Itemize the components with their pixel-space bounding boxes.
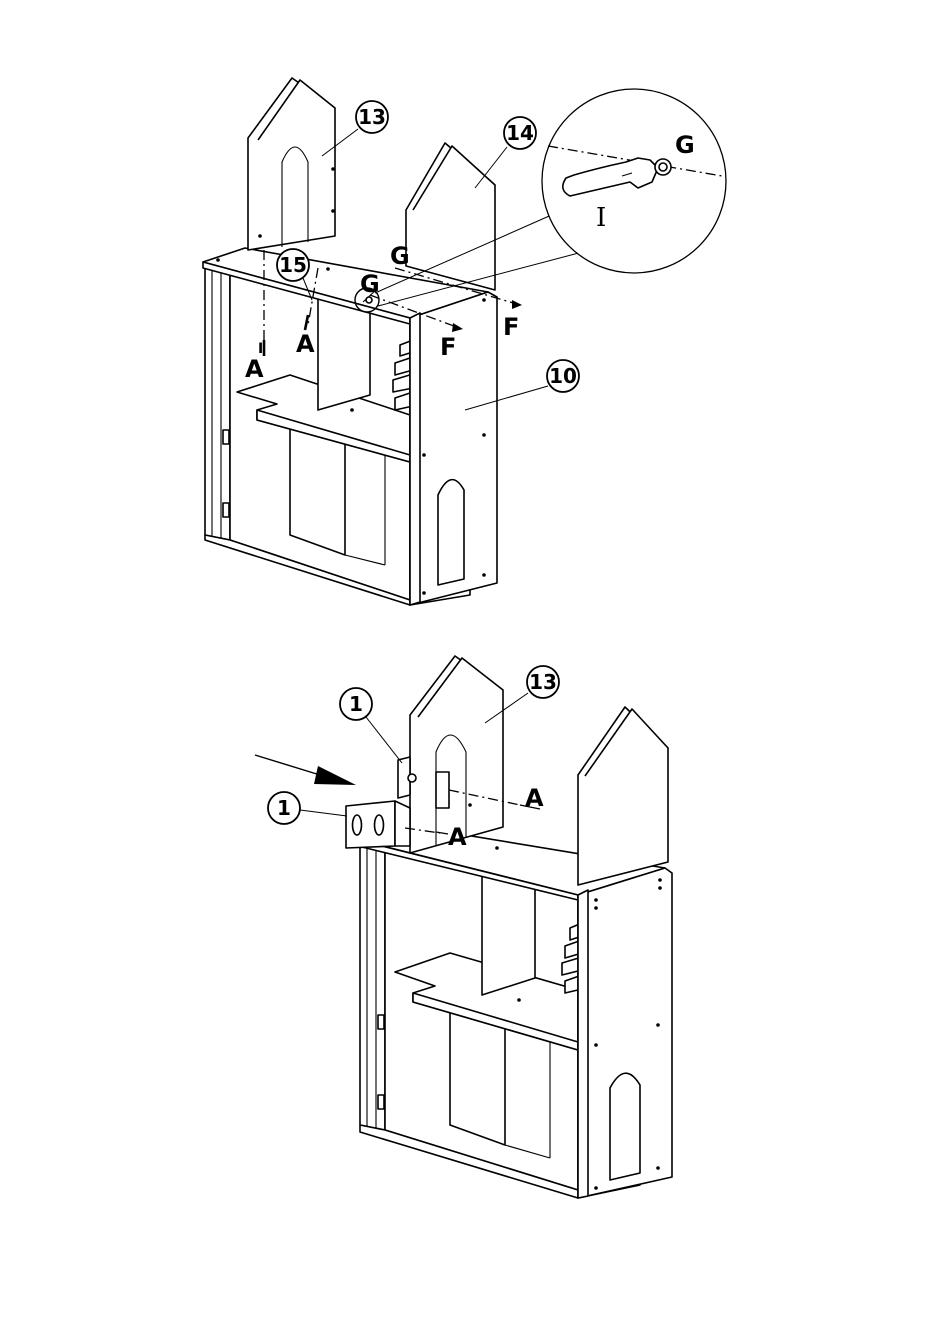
label-a-top-step2: A [525, 784, 544, 812]
label-tool-i: I [596, 203, 606, 233]
step1-illustration: 13 14 15 10 G G G F F A A I I [203, 78, 726, 605]
label-g-detail: G [675, 131, 695, 159]
label-g-mid: G [360, 270, 380, 298]
insert-arrow [255, 755, 320, 775]
callout-13: 13 [358, 105, 386, 129]
label-g-top: G [390, 242, 410, 270]
label-a-bottom-step2: A [448, 823, 467, 851]
callout-1-top: 1 [349, 692, 363, 716]
callout-14: 14 [506, 121, 534, 145]
left-side-panel [205, 262, 230, 540]
arrow-head-icon [314, 766, 356, 785]
callout-13-step2: 13 [529, 670, 557, 694]
callout-15: 15 [279, 253, 307, 277]
label-f-right: F [503, 313, 519, 341]
callout-10: 10 [549, 364, 577, 388]
label-f-left: F [440, 333, 456, 361]
callout-1-bottom: 1 [277, 796, 291, 820]
left-side-panel-2 [360, 840, 385, 1130]
label-a-mid: A [296, 330, 315, 358]
step2-illustration: 13 1 1 A A [255, 656, 672, 1198]
label-i-marker: I [258, 341, 263, 357]
label-a-left: A [245, 355, 264, 383]
